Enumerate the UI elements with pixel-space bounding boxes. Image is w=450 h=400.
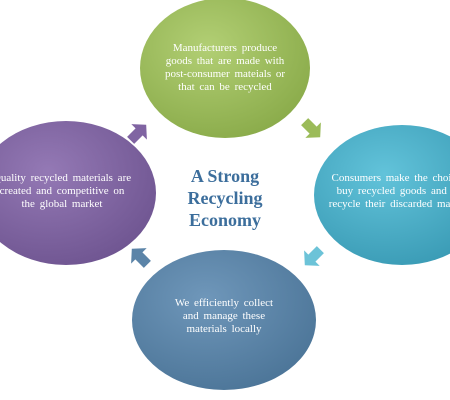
- center-title: A Strong Recycling Economy: [187, 166, 263, 230]
- node-left-shape: [0, 121, 156, 265]
- node-bottom-shape: [132, 250, 316, 390]
- arrow-right-to-bottom-icon: [304, 246, 324, 266]
- node-left-label: Quality recycled materials are created a…: [0, 172, 132, 210]
- arrow-top-to-right-icon: [301, 118, 321, 138]
- node-right-shape: [314, 125, 450, 265]
- node-top-label: Manufacturers produce goods that are mad…: [164, 42, 286, 93]
- arrow-bottom-to-left-icon: [131, 248, 151, 268]
- node-right-label: Consumers make the choice to buy recycle…: [328, 172, 450, 210]
- node-bottom-label: We efficiently collect and manage these …: [174, 297, 274, 335]
- node-top-shape: [140, 0, 310, 138]
- arrow-left-to-top-icon: [127, 124, 147, 144]
